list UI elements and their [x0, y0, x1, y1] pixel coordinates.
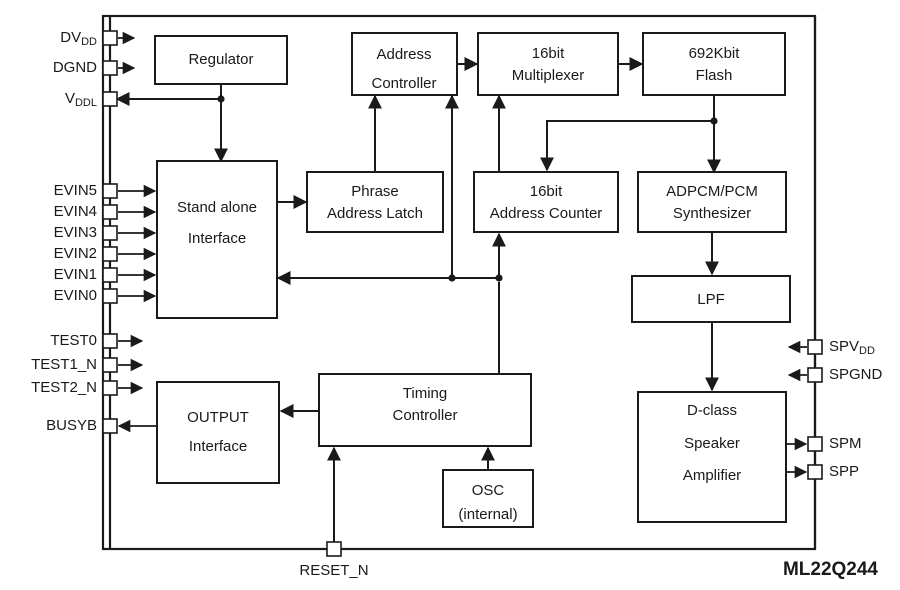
pin-busyb-box[interactable]	[102, 418, 118, 434]
block-multiplexer-label-1: 16bit	[532, 45, 565, 62]
pin-vddl-label: VDDL	[65, 90, 97, 109]
block-address-controller-label-2: Controller	[371, 75, 436, 92]
pin-evin0-label: EVIN0	[54, 287, 97, 304]
pin-spp-box[interactable]	[807, 464, 823, 480]
part-number-label: ML22Q244	[783, 559, 878, 580]
block-output-interface-label-2: Interface	[189, 438, 247, 455]
junction-dot-flash	[710, 117, 718, 125]
pin-spgnd-box[interactable]	[807, 367, 823, 383]
block-stand-alone-interface-label-2: Interface	[188, 230, 246, 247]
block-adpcm-pcm-synthesizer[interactable]	[637, 171, 787, 233]
pin-evin4-box[interactable]	[102, 204, 118, 220]
block-flash-label-1: 692Kbit	[689, 45, 741, 62]
block-flash[interactable]	[642, 32, 786, 96]
block-flash-label-2: Flash	[696, 67, 733, 84]
block-speaker-amplifier[interactable]	[637, 391, 787, 523]
block-adpcm-pcm-synthesizer-label-1: ADPCM/PCM	[666, 183, 758, 200]
pin-dgnd-box[interactable]	[102, 60, 118, 76]
block-stand-alone-interface[interactable]	[156, 160, 278, 319]
pin-test1n-label: TEST1_N	[31, 356, 97, 373]
pin-reset-label: RESET_N	[299, 562, 368, 579]
block-osc[interactable]	[442, 469, 534, 528]
pin-spm-box[interactable]	[807, 436, 823, 452]
pin-test2n-box[interactable]	[102, 380, 118, 396]
pin-spvdd-label: SPVDD	[829, 338, 875, 357]
block-regulator[interactable]	[154, 35, 288, 85]
block-multiplexer-label-2: Multiplexer	[512, 67, 585, 84]
block-phrase-address-latch[interactable]	[306, 171, 444, 233]
block-phrase-address-latch-label-2: Address Latch	[327, 205, 423, 222]
junction-dot-regulator	[217, 95, 225, 103]
block-phrase-address-latch-label-1: Phrase	[351, 183, 399, 200]
pin-dvdd-box[interactable]	[102, 30, 118, 46]
block-lpf-label-1: LPF	[697, 291, 725, 308]
block-osc-label-2: (internal)	[458, 506, 517, 523]
pin-spm-label: SPM	[829, 435, 862, 452]
pin-busyb-label: BUSYB	[46, 417, 97, 434]
pin-evin5-box[interactable]	[102, 183, 118, 199]
block-timing-controller-label-2: Controller	[392, 407, 457, 424]
wire-flash-to-counter	[540, 120, 714, 172]
block-address-counter-label-2: Address Counter	[490, 205, 603, 222]
block-osc-label-1: OSC	[472, 482, 505, 499]
block-multiplexer[interactable]	[477, 32, 619, 96]
pin-spp-label: SPP	[829, 463, 859, 480]
pin-spgnd-label: SPGND	[829, 366, 883, 383]
pin-evin3-box[interactable]	[102, 225, 118, 241]
junction-dot-bus-left	[448, 274, 456, 282]
block-timing-controller-label-1: Timing	[403, 385, 447, 402]
pin-spvdd-box[interactable]	[807, 339, 823, 355]
block-output-interface-label-1: OUTPUT	[187, 409, 249, 426]
pin-test1n-box[interactable]	[102, 357, 118, 373]
block-address-controller-label-1: Address	[376, 46, 431, 63]
block-speaker-amplifier-label-3: Amplifier	[683, 467, 741, 484]
pin-test2n-label: TEST2_N	[31, 379, 97, 396]
pin-evin2-label: EVIN2	[54, 245, 97, 262]
block-address-counter-label-1: 16bit	[530, 183, 563, 200]
block-address-counter[interactable]	[473, 171, 619, 233]
block-address-controller[interactable]	[351, 32, 458, 96]
pin-reset-box[interactable]	[326, 541, 342, 557]
pin-evin3-label: EVIN3	[54, 224, 97, 241]
pin-evin1-box[interactable]	[102, 267, 118, 283]
pin-evin0-box[interactable]	[102, 288, 118, 304]
pin-dgnd-label: DGND	[53, 59, 97, 76]
pin-vddl-box[interactable]	[102, 91, 118, 107]
block-output-interface[interactable]	[156, 381, 280, 484]
pin-test0-label: TEST0	[50, 332, 97, 349]
block-adpcm-pcm-synthesizer-label-2: Synthesizer	[673, 205, 751, 222]
block-regulator-label-1: Regulator	[188, 51, 253, 68]
pin-evin4-label: EVIN4	[54, 203, 97, 220]
block-stand-alone-interface-label-1: Stand alone	[177, 199, 257, 216]
block-speaker-amplifier-label-1: D-class	[687, 402, 737, 419]
pin-evin2-box[interactable]	[102, 246, 118, 262]
pin-evin5-label: EVIN5	[54, 182, 97, 199]
block-speaker-amplifier-label-2: Speaker	[684, 435, 740, 452]
pin-evin1-label: EVIN1	[54, 266, 97, 283]
pin-test0-box[interactable]	[102, 333, 118, 349]
pin-dvdd-label: DVDD	[60, 29, 97, 48]
